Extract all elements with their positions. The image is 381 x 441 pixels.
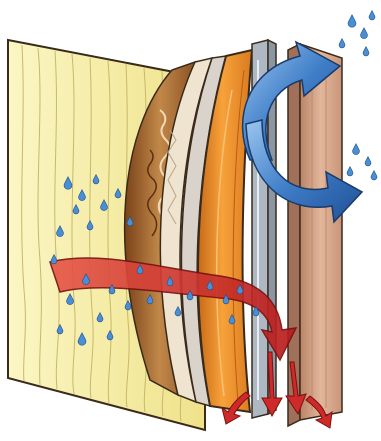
outer-board-layer [288, 44, 342, 426]
water-drop-icon [361, 28, 368, 39]
water-drop-icon [369, 11, 375, 20]
water-drop-icon [348, 15, 356, 27]
water-drop-icon [365, 157, 371, 166]
water-drop-icon [371, 171, 377, 180]
water-drop-icon [339, 39, 345, 48]
water-drop-icon [353, 144, 360, 155]
water-drop-icon [347, 167, 353, 176]
water-drop-icon [363, 47, 369, 56]
